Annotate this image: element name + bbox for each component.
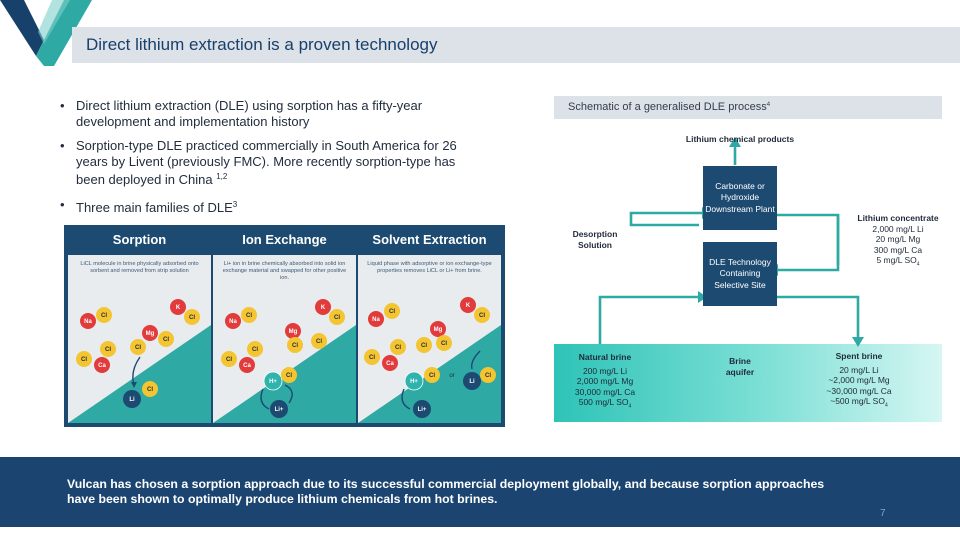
svg-text:Cl: Cl [429,373,435,379]
svg-text:Ca: Ca [243,363,251,369]
svg-text:Li: Li [129,397,135,403]
footer-banner: Vulcan has chosen a sorption approach du… [0,457,960,527]
svg-text:Cl: Cl [286,373,292,379]
family-description: LiCL molecule in brine physically adsorb… [80,261,199,274]
footnote-ref: 1,2 [216,172,228,181]
brine-aquifer-band [554,344,942,422]
svg-text:K: K [176,305,181,311]
svg-text:Cl: Cl [189,315,195,321]
svg-text:K: K [321,305,326,311]
svg-text:Mg: Mg [434,327,443,333]
svg-text:Cl: Cl [421,343,427,349]
page-title: Direct lithium extraction is a proven te… [86,35,438,54]
svg-text:H+: H+ [269,379,277,385]
svg-text:Cl: Cl [485,373,491,379]
desorption-label: Desorption Solution [572,229,618,250]
lithium-concentrate-label: Lithium concentrate 2,000 mg/L Li 20 mg/… [857,213,939,268]
svg-text:Li: Li [469,379,475,385]
family-panel-solvent-extraction: Solvent Extraction Liquid phase with ads… [358,229,501,423]
family-title: Solvent Extraction [358,229,501,255]
products-label: Lithium chemical products [685,134,795,144]
svg-text:Mg: Mg [289,329,298,335]
dle-families-illustration: Sorption LiCL molecule in brine physical… [64,225,505,427]
vulcan-logo-icon [0,0,92,66]
natural-brine-label: Natural brine 200 mg/L Li 2,000 mg/L Mg … [574,352,636,410]
svg-text:Cl: Cl [441,341,447,347]
dle-technology-box: DLE Technology Containing Selective Site [703,242,777,306]
svg-text:or: or [449,373,454,379]
bullet-list: Direct lithium extraction (DLE) using so… [58,98,478,224]
svg-text:Cl: Cl [395,345,401,351]
svg-text:Cl: Cl [479,313,485,319]
svg-text:Cl: Cl [316,339,322,345]
svg-text:Ca: Ca [386,361,394,367]
page-number: 7 [880,508,886,519]
title-bar: Direct lithium extraction is a proven te… [72,27,960,63]
schematic-title-bar: Schematic of a generalised DLE process4 [554,96,942,119]
svg-text:Na: Na [372,317,380,323]
family-title: Ion Exchange [213,229,356,255]
family-panel-ion-exchange: Ion Exchange Li+ ion in brine chemically… [213,229,356,423]
svg-text:Cl: Cl [135,345,141,351]
svg-text:Cl: Cl [101,313,107,319]
footnote-ref: 3 [232,199,238,209]
svg-text:Cl: Cl [252,347,258,353]
family-description: Li+ ion in brine chemically absorbed int… [222,261,347,281]
footer-statement: Vulcan has chosen a sorption approach du… [67,477,825,506]
family-description: Liquid phase with adsorptive or ion exch… [367,261,492,274]
svg-text:H+: H+ [410,379,418,385]
svg-text:Cl: Cl [369,355,375,361]
bullet-item: Direct lithium extraction (DLE) using so… [58,98,478,129]
solvent-extraction-diagram: Na Cl K Cl Mg Cl Cl Cl Ca Cl H+ Cl or Li… [358,297,501,423]
svg-text:Cl: Cl [163,337,169,343]
svg-text:Cl: Cl [105,347,111,353]
family-panel-sorption: Sorption LiCL molecule in brine physical… [68,229,211,423]
svg-text:Cl: Cl [226,357,232,363]
bullet-item: Three main families of DLE3 [58,197,478,216]
svg-text:K: K [466,303,471,309]
downstream-plant-box: Carbonate or Hydroxide Downstream Plant [703,166,777,230]
svg-text:Cl: Cl [147,387,153,393]
svg-text:Cl: Cl [246,313,252,319]
svg-text:Li+: Li+ [418,407,427,413]
ion-exchange-diagram: Na Cl K Cl Mg Cl Cl Cl Ca Cl H+ Cl Li+ [213,299,356,423]
svg-text:Na: Na [229,319,237,325]
svg-text:Ca: Ca [98,363,106,369]
svg-text:Cl: Cl [334,315,340,321]
svg-text:Mg: Mg [146,331,155,337]
bullet-item: Sorption-type DLE practiced commercially… [58,138,478,188]
svg-text:Cl: Cl [292,343,298,349]
svg-text:Cl: Cl [81,357,87,363]
svg-text:Na: Na [84,319,92,325]
spent-brine-label: Spent brine 20 mg/L Li ~2,000 mg/L Mg ~3… [826,351,892,409]
sorption-diagram: Na Cl K Cl Mg Cl Cl Cl Ca Cl Li Cl [68,299,211,423]
schematic-title: Schematic of a generalised DLE process4 [568,101,771,113]
svg-text:Cl: Cl [389,309,395,315]
brine-aquifer-label: Brine aquifer [725,356,755,377]
svg-text:Li+: Li+ [275,407,284,413]
family-title: Sorption [68,229,211,255]
